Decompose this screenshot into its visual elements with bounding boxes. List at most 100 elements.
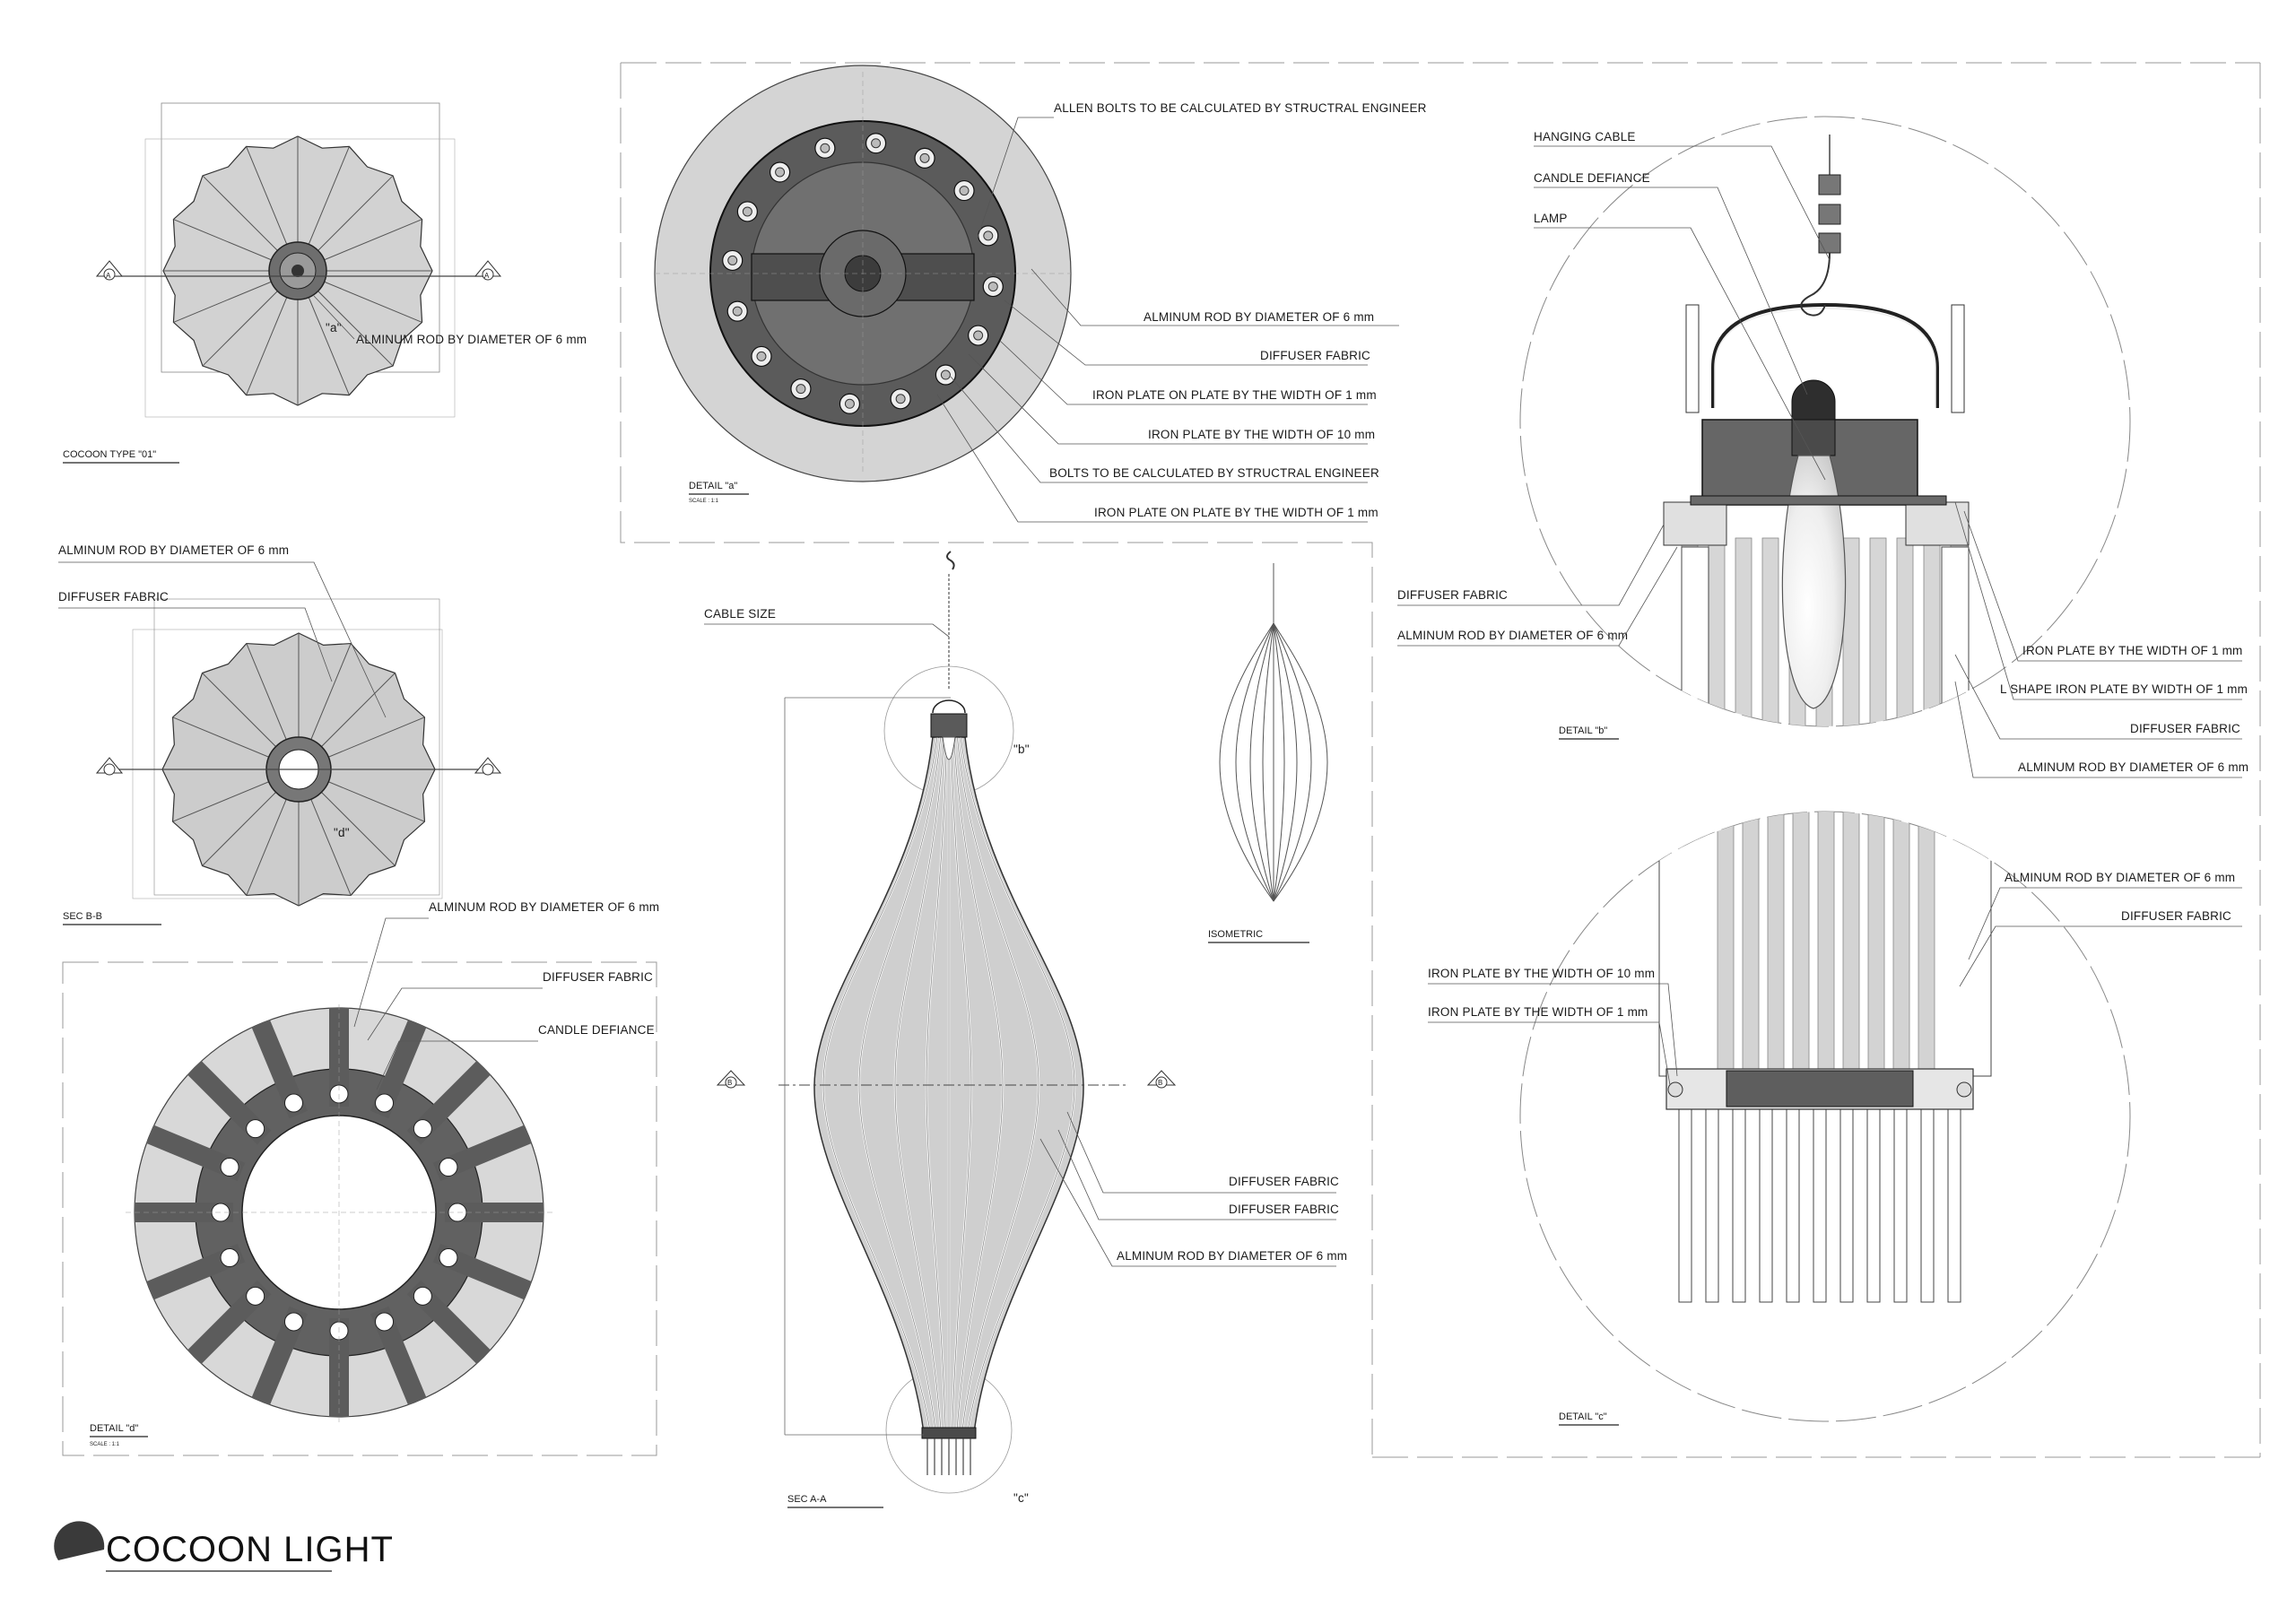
bolt-hex xyxy=(940,369,951,380)
rib-edge xyxy=(953,736,1004,1434)
svg-text:LAMP: LAMP xyxy=(1534,212,1568,225)
rod xyxy=(1705,1108,1719,1303)
rod xyxy=(1892,812,1910,1073)
label-fabric: DIFFUSER FABRIC xyxy=(58,590,169,604)
rib-edge xyxy=(858,736,941,1434)
bolt-hex xyxy=(871,138,882,149)
svg-text:ALMINUM ROD BY DIAMETER OF 6 m: ALMINUM ROD BY DIAMETER OF 6 mm xyxy=(1144,310,1374,324)
sec-aa-top-fitting xyxy=(930,699,968,760)
rod-slot xyxy=(220,1157,239,1177)
rod xyxy=(1792,812,1810,1073)
rod xyxy=(1896,537,1914,726)
view-title: DETAIL "b" xyxy=(1559,725,1607,736)
section-marker-right-icon xyxy=(474,757,502,776)
rod xyxy=(1761,537,1779,726)
svg-text:"b": "b" xyxy=(1013,743,1030,756)
view-detail-a: ALLEN BOLTS TO BE CALCULATED BY STRUCTRA… xyxy=(620,62,2261,1458)
rod-slot xyxy=(439,1248,458,1268)
bolt-hex xyxy=(742,206,752,217)
bolt-hex xyxy=(973,330,984,341)
label-candle: CANDLE DEFIANCE xyxy=(538,1023,655,1037)
iso-rib xyxy=(1249,622,1274,902)
brand-name: COCOON LIGHT xyxy=(106,1530,394,1569)
bolt-hex xyxy=(983,230,994,241)
view-detail-c: ALMINUM ROD BY DIAMETER OF 6 mm DIFFUSER… xyxy=(1428,811,2242,1426)
rod-slot xyxy=(246,1119,265,1139)
section-marker-left-icon: B xyxy=(716,1070,746,1089)
svg-text:"c": "c" xyxy=(1013,1491,1029,1505)
cocoon-plan-hub xyxy=(268,241,327,300)
iso-rib xyxy=(1273,622,1312,902)
rod-slot xyxy=(283,1312,303,1332)
bolt-hex xyxy=(756,351,767,361)
view-sec-bb: "d" ALMINUM ROD BY DIAMETER OF 6 mm DIFF… xyxy=(58,543,502,925)
bolt-hex xyxy=(959,186,970,196)
iso-rib xyxy=(1262,622,1274,902)
rod xyxy=(1759,1108,1773,1303)
bolt-hex xyxy=(727,255,738,265)
rod-slot xyxy=(246,1286,265,1306)
rod xyxy=(1767,812,1785,1073)
view-title: COCOON TYPE "01" xyxy=(63,449,156,460)
detail-c-rods-top xyxy=(1717,812,1935,1073)
iso-rib xyxy=(1273,622,1328,902)
view-isometric: ISOMETRIC xyxy=(1208,563,1328,943)
view-title: SEC A-A xyxy=(787,1494,827,1505)
iso-rib xyxy=(1273,622,1285,902)
svg-text:IRON PLATE BY THE WIDTH OF 10: IRON PLATE BY THE WIDTH OF 10 mm xyxy=(1428,967,1655,980)
section-marker-right-icon: B xyxy=(1146,1070,1177,1089)
label-rod: ALMINUM ROD BY DIAMETER OF 6 mm xyxy=(58,543,289,557)
rod xyxy=(1708,537,1726,726)
svg-text:ALMINUM ROD BY DIAMETER OF 6 m: ALMINUM ROD BY DIAMETER OF 6 mm xyxy=(1397,629,1628,642)
label-rod: ALMINUM ROD BY DIAMETER OF 6 mm xyxy=(429,900,659,914)
svg-text:L SHAPE IRON PLATE BY WIDTH OF: L SHAPE IRON PLATE BY WIDTH OF 1 mm xyxy=(2000,682,2248,696)
iso-rib xyxy=(1219,622,1274,902)
rod xyxy=(1735,537,1752,726)
rod-slot xyxy=(413,1119,432,1139)
svg-text:SCALE : 1:1: SCALE : 1:1 xyxy=(90,1442,120,1447)
svg-text:DIFFUSER FABRIC: DIFFUSER FABRIC xyxy=(1260,349,1370,362)
svg-text:DIFFUSER FABRIC: DIFFUSER FABRIC xyxy=(2130,722,2240,735)
section-marker-right-icon: A xyxy=(474,260,502,281)
label-rod: ALMINUM ROD BY DIAMETER OF 6 mm xyxy=(356,333,587,346)
rod xyxy=(1786,1108,1800,1303)
iso-rib xyxy=(1273,622,1298,902)
svg-text:IRON PLATE BY THE WIDTH OF 1 m: IRON PLATE BY THE WIDTH OF 1 mm xyxy=(1428,1005,1648,1019)
detail-d-rods xyxy=(135,1008,544,1417)
rod-slot xyxy=(220,1248,239,1268)
rod xyxy=(1839,1108,1854,1303)
rib-edge xyxy=(894,736,944,1434)
rod xyxy=(1893,1108,1908,1303)
svg-text:DIFFUSER FABRIC: DIFFUSER FABRIC xyxy=(1229,1203,1339,1216)
svg-text:ALMINUM ROD BY DIAMETER OF 6 m: ALMINUM ROD BY DIAMETER OF 6 mm xyxy=(2018,760,2248,774)
rod xyxy=(1717,812,1735,1073)
bolt-hex xyxy=(820,143,831,153)
rib-edge xyxy=(957,736,1039,1434)
bolt-hex xyxy=(844,398,855,409)
rod xyxy=(1923,537,1941,726)
view-title: DETAIL "d" xyxy=(90,1423,138,1434)
svg-text:ALMINUM ROD BY DIAMETER OF 6 m: ALMINUM ROD BY DIAMETER OF 6 mm xyxy=(2005,871,2235,884)
view-title: DETAIL "c" xyxy=(1559,1411,1607,1422)
rod xyxy=(1867,812,1885,1073)
rod xyxy=(1842,812,1860,1073)
bolt-hex xyxy=(775,167,786,178)
svg-text:BOLTS TO BE CALCULATED BY STRU: BOLTS TO BE CALCULATED BY STRUCTRAL ENGI… xyxy=(1049,466,1379,480)
view-title: ISOMETRIC xyxy=(1208,929,1263,940)
svg-text:IRON PLATE BY THE WIDTH OF 10: IRON PLATE BY THE WIDTH OF 10 mm xyxy=(1148,428,1375,441)
label-fabric: DIFFUSER FABRIC xyxy=(543,970,653,984)
svg-text:IRON PLATE BY THE WIDTH OF 1 m: IRON PLATE BY THE WIDTH OF 1 mm xyxy=(2022,644,2242,657)
svg-text:A: A xyxy=(106,272,111,280)
rod xyxy=(1869,537,1887,726)
svg-text:CANDLE DEFIANCE: CANDLE DEFIANCE xyxy=(1534,171,1650,185)
sec-aa-bottom-rods xyxy=(926,1438,971,1475)
svg-text:DIFFUSER FABRIC: DIFFUSER FABRIC xyxy=(1229,1175,1339,1188)
sec-aa-bottom-plate xyxy=(921,1427,977,1439)
svg-text:ALMINUM ROD BY DIAMETER OF 6 m: ALMINUM ROD BY DIAMETER OF 6 mm xyxy=(1117,1249,1347,1263)
svg-text:IRON PLATE ON PLATE BY THE WID: IRON PLATE ON PLATE BY THE WIDTH OF 1 mm xyxy=(1092,388,1377,402)
brand-logo: COCOON LIGHT xyxy=(54,1521,394,1572)
rod-slot xyxy=(375,1093,395,1113)
view-cocoon-type: A A "a" ALMINUM ROD BY DIAMETER OF 6 mm … xyxy=(63,102,587,464)
rod-slot xyxy=(283,1093,303,1113)
